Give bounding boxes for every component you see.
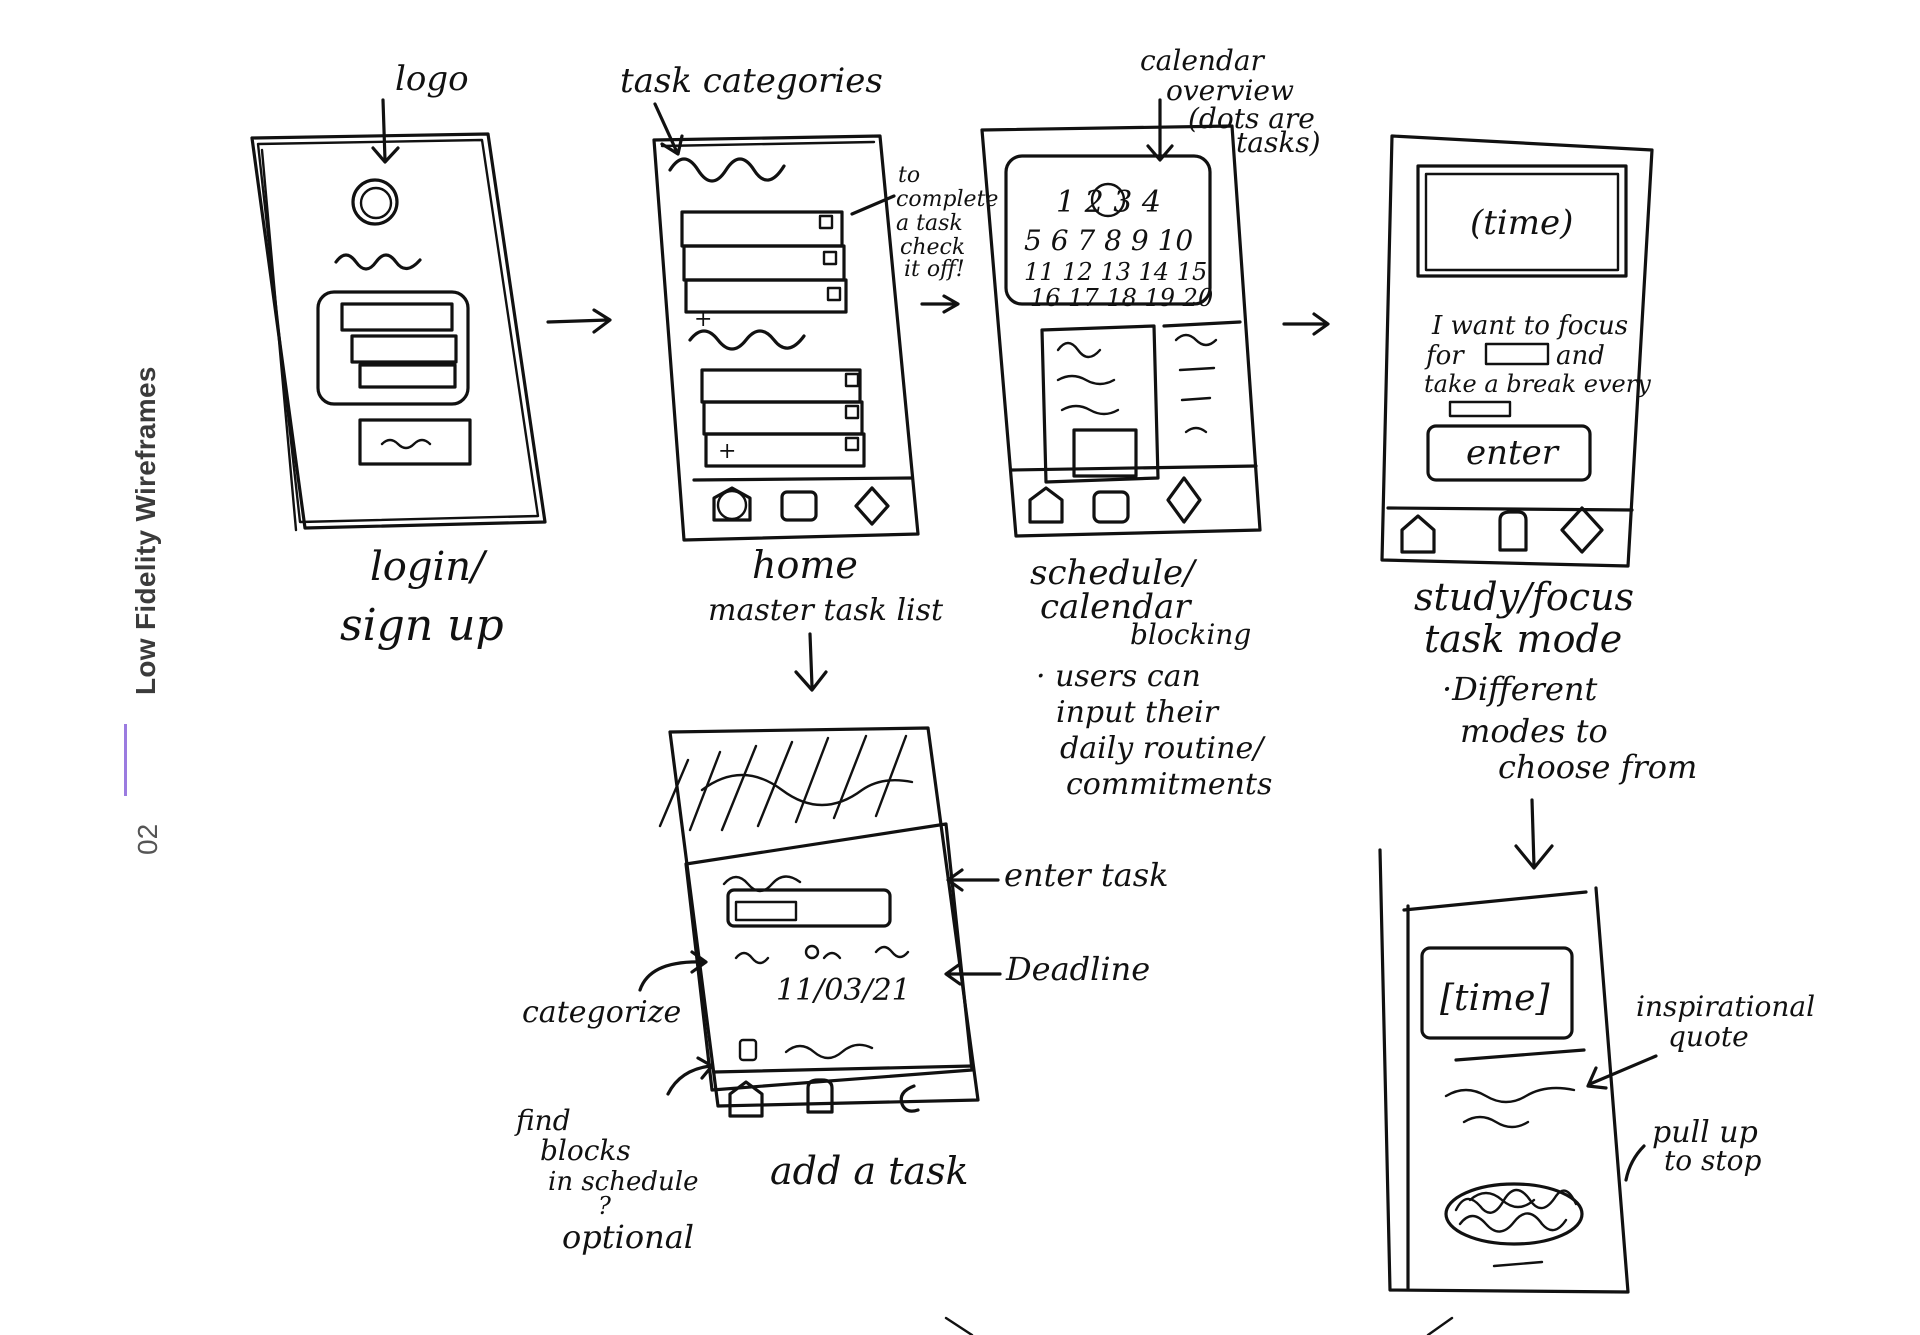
flow-arrow	[808, 632, 814, 688]
username-field	[340, 302, 454, 332]
schedule-note-line2: input their	[1056, 695, 1220, 730]
checkbox-icon	[822, 250, 838, 266]
login-form	[316, 290, 470, 406]
schedule-note-line1: · users can	[1036, 659, 1201, 694]
study-screen: (time) I want to focus for and take a br…	[1380, 134, 1697, 870]
pull-up-annotation-2: to stop	[1664, 1144, 1761, 1177]
find-blocks-annotation-5: optional	[562, 1218, 694, 1256]
add-icon: +	[718, 439, 736, 464]
pull-up-handle	[1444, 1182, 1584, 1246]
timer-time-label: [time]	[1440, 978, 1550, 1019]
to-complete-annotation-4: check	[900, 235, 965, 260]
to-complete-annotation-2: complete	[896, 187, 998, 212]
study-note-line2: modes to	[1460, 712, 1608, 750]
calendar-overview-annotation-2: overview	[1166, 74, 1294, 107]
logo-icon	[351, 178, 399, 226]
task-name-input	[726, 888, 892, 928]
enter-button-label: enter	[1466, 433, 1560, 473]
find-blocks-annotation-3: in schedule	[548, 1167, 698, 1197]
categorize-annotation: categorize	[522, 995, 681, 1030]
study-caption-line1: study/focus	[1414, 575, 1634, 619]
find-blocks-annotation-1: find	[514, 1104, 571, 1137]
home-caption-line2: master task list	[708, 593, 944, 628]
focus-text-for: for	[1424, 341, 1465, 371]
checkbox-icon	[844, 436, 860, 452]
time-display	[1416, 164, 1628, 278]
to-complete-annotation-5: it off!	[904, 257, 965, 282]
focus-text-line1: I want to focus	[1431, 311, 1628, 341]
find-blocks-annotation-2: blocks	[540, 1134, 631, 1167]
calendar-overview-annotation-1: calendar	[1140, 44, 1266, 77]
quote-annotation-2: quote	[1668, 1020, 1749, 1053]
add-task-screen: 11/03/21 enter task Deadline categorize …	[514, 726, 1169, 1256]
checkbox-icon	[844, 372, 860, 388]
calendar-row-3: 11 12 13 14 15	[1024, 258, 1207, 286]
checkbox-icon	[826, 286, 842, 302]
schedule-caption-line3: blocking	[1130, 618, 1251, 651]
calendar-row-2: 5 6 7 8 9 10	[1024, 224, 1193, 257]
schedule-caption-line2: calendar	[1040, 587, 1192, 627]
find-blocks-annotation-4: ?	[598, 1192, 611, 1220]
focus-duration-input	[1484, 342, 1550, 366]
home-screen: + + task categories to complete a task c…	[620, 61, 998, 692]
focus-nav-icon	[899, 1084, 920, 1113]
focus-nav-icon	[854, 486, 890, 526]
break-duration-input	[1448, 400, 1512, 418]
study-time-label: (time)	[1470, 203, 1573, 243]
calendar-overview-annotation-4: tasks)	[1236, 126, 1321, 159]
calendar-overview-annotation-3: (dots are	[1188, 102, 1315, 135]
schedule-caption-line1: schedule/	[1030, 553, 1198, 593]
focus-nav-icon	[1166, 476, 1202, 524]
schedule-screen: 1 2 3 4 5 6 7 8 9 10 11 12 13 14 15 16 1…	[980, 44, 1321, 802]
add-icon: +	[694, 307, 712, 332]
study-note-line3: choose from	[1498, 748, 1697, 786]
deadline-annotation: Deadline	[1005, 950, 1150, 988]
calendar-nav-icon	[1498, 510, 1528, 552]
enter-task-annotation: enter task	[1004, 856, 1169, 894]
deadline-date: 11/03/21	[776, 973, 911, 1008]
calendar-icon	[738, 1038, 758, 1062]
calendar-row-1: 1 2 3 4	[1056, 185, 1161, 220]
calendar-overview	[1004, 154, 1212, 306]
study-note-line1: ·Different	[1442, 670, 1598, 708]
add-task-caption: add a task	[770, 1149, 969, 1193]
study-caption-line2: task mode	[1424, 617, 1622, 661]
password-field	[350, 334, 458, 364]
to-complete-annotation-1: to	[898, 163, 920, 188]
pull-up-annotation-1: pull up	[1652, 1115, 1758, 1150]
section-divider	[124, 724, 127, 796]
task-categories-annotation: task categories	[620, 61, 883, 101]
login-button	[358, 418, 472, 466]
add-task-modal	[684, 822, 974, 1092]
home-icon	[728, 1080, 764, 1118]
home-icon	[1028, 486, 1064, 524]
calendar-row-4: 16 17 18 19 20	[1030, 284, 1213, 312]
quote-annotation-1: inspirational	[1636, 990, 1815, 1023]
login-screen: logo login/ sign up	[250, 59, 547, 651]
home-icon	[1400, 514, 1436, 554]
to-complete-annotation-3: a task	[896, 211, 963, 236]
schedule-note-line4: commitments	[1066, 767, 1272, 802]
login-caption-line1: login/	[370, 544, 488, 590]
calendar-nav-icon	[780, 490, 818, 522]
enter-button	[1426, 424, 1592, 482]
flow-arrow	[1530, 798, 1536, 868]
timer-display	[1420, 946, 1574, 1040]
schedule-note-line3: daily routine/	[1060, 731, 1266, 766]
flow-arrow	[546, 318, 610, 324]
focus-nav-icon	[1560, 506, 1604, 554]
home-icon	[712, 486, 752, 522]
home-caption-line1: home	[752, 543, 858, 587]
logo-annotation: logo	[395, 59, 469, 99]
calendar-nav-icon	[1092, 490, 1130, 524]
checkbox-icon	[844, 404, 860, 420]
checkbox-icon	[818, 214, 834, 230]
timer-screen: [time] inspirational quote pull up to st…	[1378, 848, 1815, 1294]
focus-text-line3: take a break every	[1424, 370, 1651, 398]
focus-text-and: and	[1556, 341, 1605, 371]
calendar-nav-icon	[806, 1078, 834, 1114]
login-caption-line2: sign up	[340, 600, 504, 651]
